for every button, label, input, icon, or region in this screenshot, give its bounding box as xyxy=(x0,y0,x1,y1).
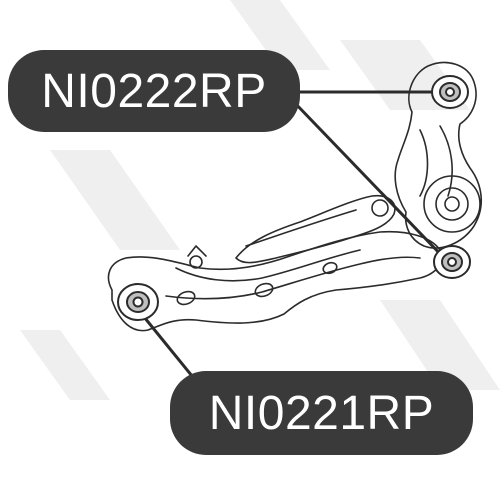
bushing-lower-knuckle xyxy=(433,245,471,279)
leader-line-top-to-lower-bushing xyxy=(290,98,448,262)
arm-slot-1 xyxy=(176,290,196,306)
lower-arm-rib xyxy=(175,249,361,282)
arm-slot-2 xyxy=(254,282,274,298)
wheel-hub-center xyxy=(444,196,460,212)
bushing-upper xyxy=(431,75,469,109)
part-number-label-bottom[interactable]: NI0221RP xyxy=(170,371,473,455)
link-bolt xyxy=(371,199,389,217)
bushing-arm xyxy=(117,283,159,321)
trailing-link xyxy=(235,194,396,264)
arm-inner-bolt xyxy=(189,255,203,269)
part-number-label-top[interactable]: NI0222RP xyxy=(8,50,300,132)
lower-arm-inner-edge xyxy=(165,256,421,300)
knuckle-body xyxy=(394,61,483,249)
wheel-hub-inner xyxy=(435,187,469,221)
leader-lines xyxy=(138,90,448,393)
arm-bracket xyxy=(187,245,207,257)
wheel-hub-outer xyxy=(423,175,481,233)
arm-slot-3 xyxy=(322,261,338,275)
trailing-link-edge xyxy=(245,209,357,247)
knuckle-web xyxy=(419,125,453,197)
